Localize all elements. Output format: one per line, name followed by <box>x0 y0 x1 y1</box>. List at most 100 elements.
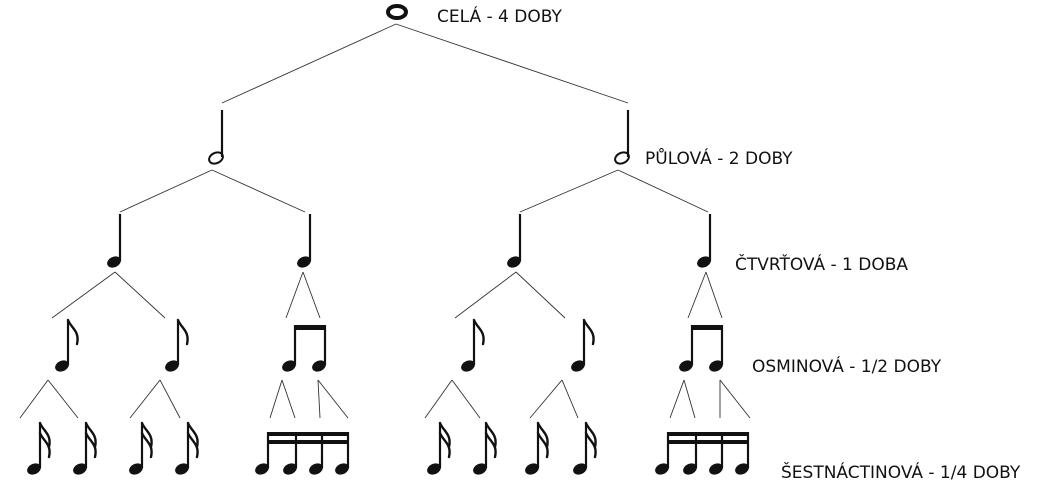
note-head <box>175 463 189 475</box>
tree-edge <box>51 271 116 319</box>
note-head <box>507 256 521 268</box>
tree-edge <box>669 379 685 419</box>
note-flag <box>438 421 451 449</box>
whole-note <box>386 4 408 20</box>
note-head <box>571 360 585 372</box>
tree-edge <box>395 23 629 104</box>
tree-notes <box>27 4 750 475</box>
eighth-note <box>461 318 485 372</box>
note-head <box>679 360 693 372</box>
tree-edge <box>529 379 563 419</box>
label-eighth-note: OSMINOVÁ - 1/2 DOBY <box>752 355 942 377</box>
tree-edge <box>211 169 306 213</box>
note-head <box>709 463 723 475</box>
note-flag <box>536 421 549 449</box>
quarter-note <box>297 214 312 268</box>
label-whole-note: CELÁ - 4 DOBY <box>437 5 562 27</box>
note-head <box>525 463 539 475</box>
note-beam <box>691 325 723 330</box>
tree-edge <box>561 379 579 419</box>
sixteenth-note <box>473 421 497 475</box>
note-flag <box>38 421 51 449</box>
note-head <box>461 360 475 372</box>
note-head <box>683 463 697 475</box>
half-note <box>208 110 224 165</box>
tree-edge <box>687 271 707 319</box>
note-flag <box>140 431 153 459</box>
tree-edge <box>617 169 709 213</box>
note-flag <box>84 431 97 459</box>
note-flag <box>38 431 51 459</box>
note-flag <box>472 318 485 346</box>
note-head <box>573 463 587 475</box>
note-head <box>255 463 269 475</box>
eighth-note <box>165 318 189 372</box>
tree-edge <box>519 169 619 213</box>
sixteenth-note <box>73 421 97 475</box>
label-half-note: PŮLOVÁ - 2 DOBY <box>645 147 793 169</box>
note-head <box>655 463 669 475</box>
note-flag <box>66 318 79 346</box>
beamed-eighth-notes <box>679 325 724 372</box>
tree-edge <box>424 379 453 419</box>
note-head <box>335 463 349 475</box>
sixteenth-note <box>175 421 199 475</box>
note-head <box>73 463 87 475</box>
note-head <box>309 463 323 475</box>
note-flag <box>584 421 597 449</box>
note-beam <box>667 432 749 436</box>
note-head <box>697 256 711 268</box>
note-head <box>709 360 723 372</box>
tree-edge <box>159 379 181 419</box>
tree-edge <box>515 271 566 319</box>
eighth-note <box>55 318 79 372</box>
sixteenth-note <box>573 421 597 475</box>
sixteenth-note <box>27 421 51 475</box>
label-quarter-note: ČTVRŤOVÁ - 1 DOBA <box>735 253 908 275</box>
tree-edge <box>47 379 79 419</box>
tree-edge <box>221 23 397 104</box>
quarter-note <box>697 214 712 268</box>
tree-edge <box>719 379 751 419</box>
note-flag <box>84 421 97 449</box>
note-flag <box>582 318 595 346</box>
note-head <box>735 463 749 475</box>
tree-edge <box>317 379 349 419</box>
note-flag <box>484 431 497 459</box>
sixteenth-note <box>427 421 451 475</box>
sixteenth-note <box>525 421 549 475</box>
note-flag <box>438 431 451 459</box>
tree-edge <box>114 271 166 319</box>
note-head <box>297 256 311 268</box>
tree-edge <box>683 379 696 419</box>
note-beam <box>267 432 349 436</box>
tree-edge <box>454 271 517 319</box>
tree-edge <box>19 379 49 419</box>
note-head <box>55 360 69 372</box>
note-head <box>312 360 326 372</box>
tree-edges <box>19 23 751 419</box>
quarter-note <box>107 214 122 268</box>
tree-edge <box>302 271 321 319</box>
note-flag <box>186 431 199 459</box>
note-flag <box>176 318 189 346</box>
eighth-note <box>571 318 595 372</box>
note-head <box>473 463 487 475</box>
tree-edge <box>285 271 304 319</box>
note-flag <box>484 421 497 449</box>
note-flag <box>186 421 199 449</box>
whole-note-head <box>386 4 408 20</box>
note-beam <box>267 440 349 444</box>
tree-edge <box>705 271 723 319</box>
note-head <box>107 256 121 268</box>
tree-edge <box>269 379 283 419</box>
tree-edge <box>119 169 213 213</box>
note-head <box>129 463 143 475</box>
beamed-eighth-notes <box>282 325 327 372</box>
beamed-sixteenth-notes <box>655 432 750 475</box>
note-beam <box>667 440 749 444</box>
tree-edge <box>129 379 161 419</box>
sixteenth-note <box>129 421 153 475</box>
note-flag <box>536 431 549 459</box>
note-flag <box>584 431 597 459</box>
